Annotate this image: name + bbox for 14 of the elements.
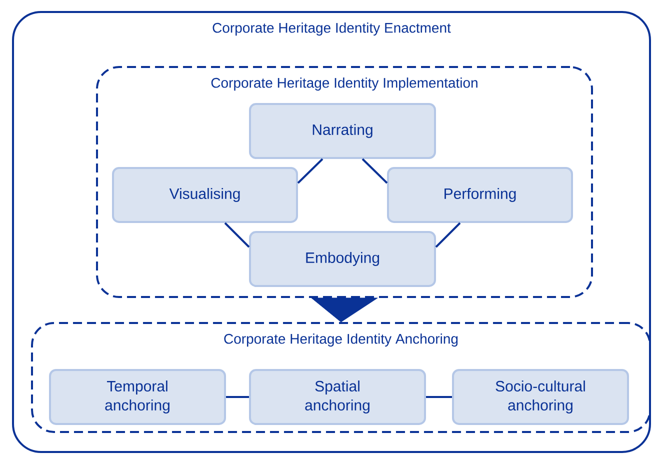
connector-line [362, 158, 388, 184]
connector-line [226, 396, 249, 398]
process-box: Spatial anchoring [249, 368, 426, 425]
connector-line [297, 158, 324, 184]
process-box: Embodying [249, 231, 436, 287]
process-box: Performing [387, 167, 573, 223]
process-box: Visualising [112, 167, 298, 223]
process-box: Narrating [249, 103, 436, 159]
process-box: Socio-cultural anchoring [452, 368, 629, 425]
process-box: Temporal anchoring [49, 368, 226, 425]
connector-line [426, 396, 452, 398]
connector-line [435, 222, 461, 248]
connector-line [224, 222, 250, 248]
arrow [311, 298, 378, 322]
